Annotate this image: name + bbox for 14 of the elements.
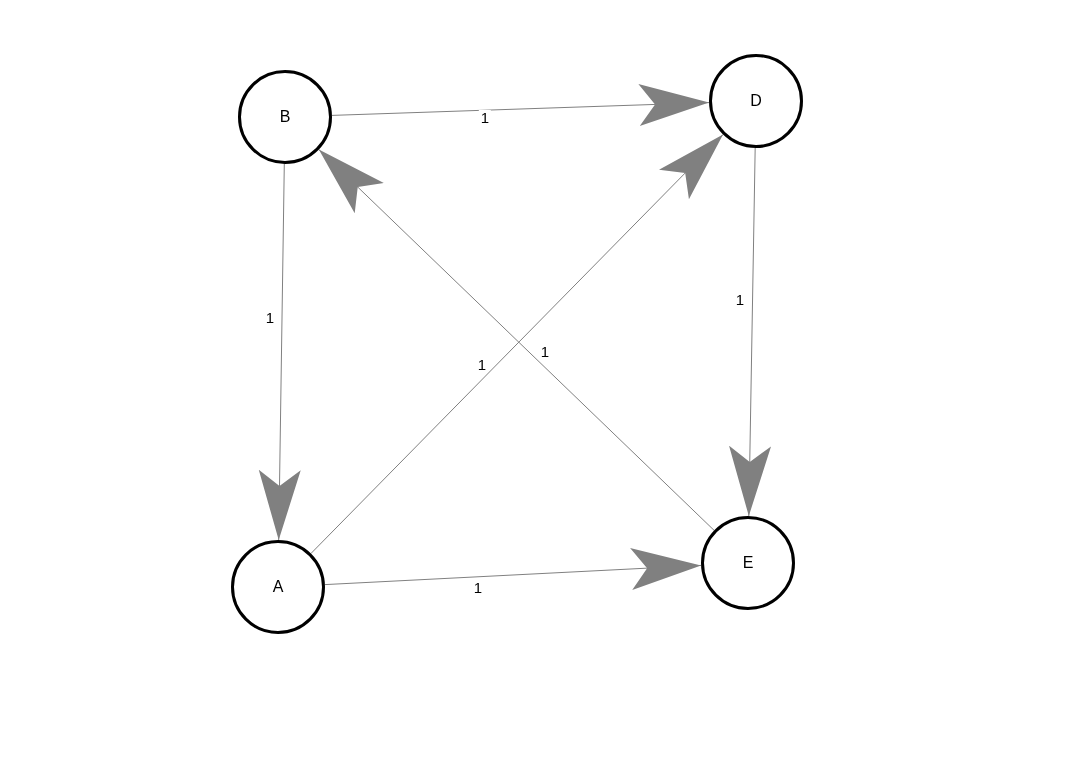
edge-label: 1 [471,580,485,596]
arrow [258,163,301,541]
arrow [331,84,710,126]
node-label: E [742,554,754,572]
edge-label: 1 [478,110,492,126]
node-label: A [272,578,284,596]
arrow [729,147,771,517]
node-label: D [750,92,762,110]
edge-label: 1 [538,344,552,360]
edge-label: 1 [263,310,277,326]
arrow [324,548,702,590]
edge-label: 1 [475,357,489,373]
edge-label: 1 [733,292,747,308]
node-label: B [279,108,291,126]
